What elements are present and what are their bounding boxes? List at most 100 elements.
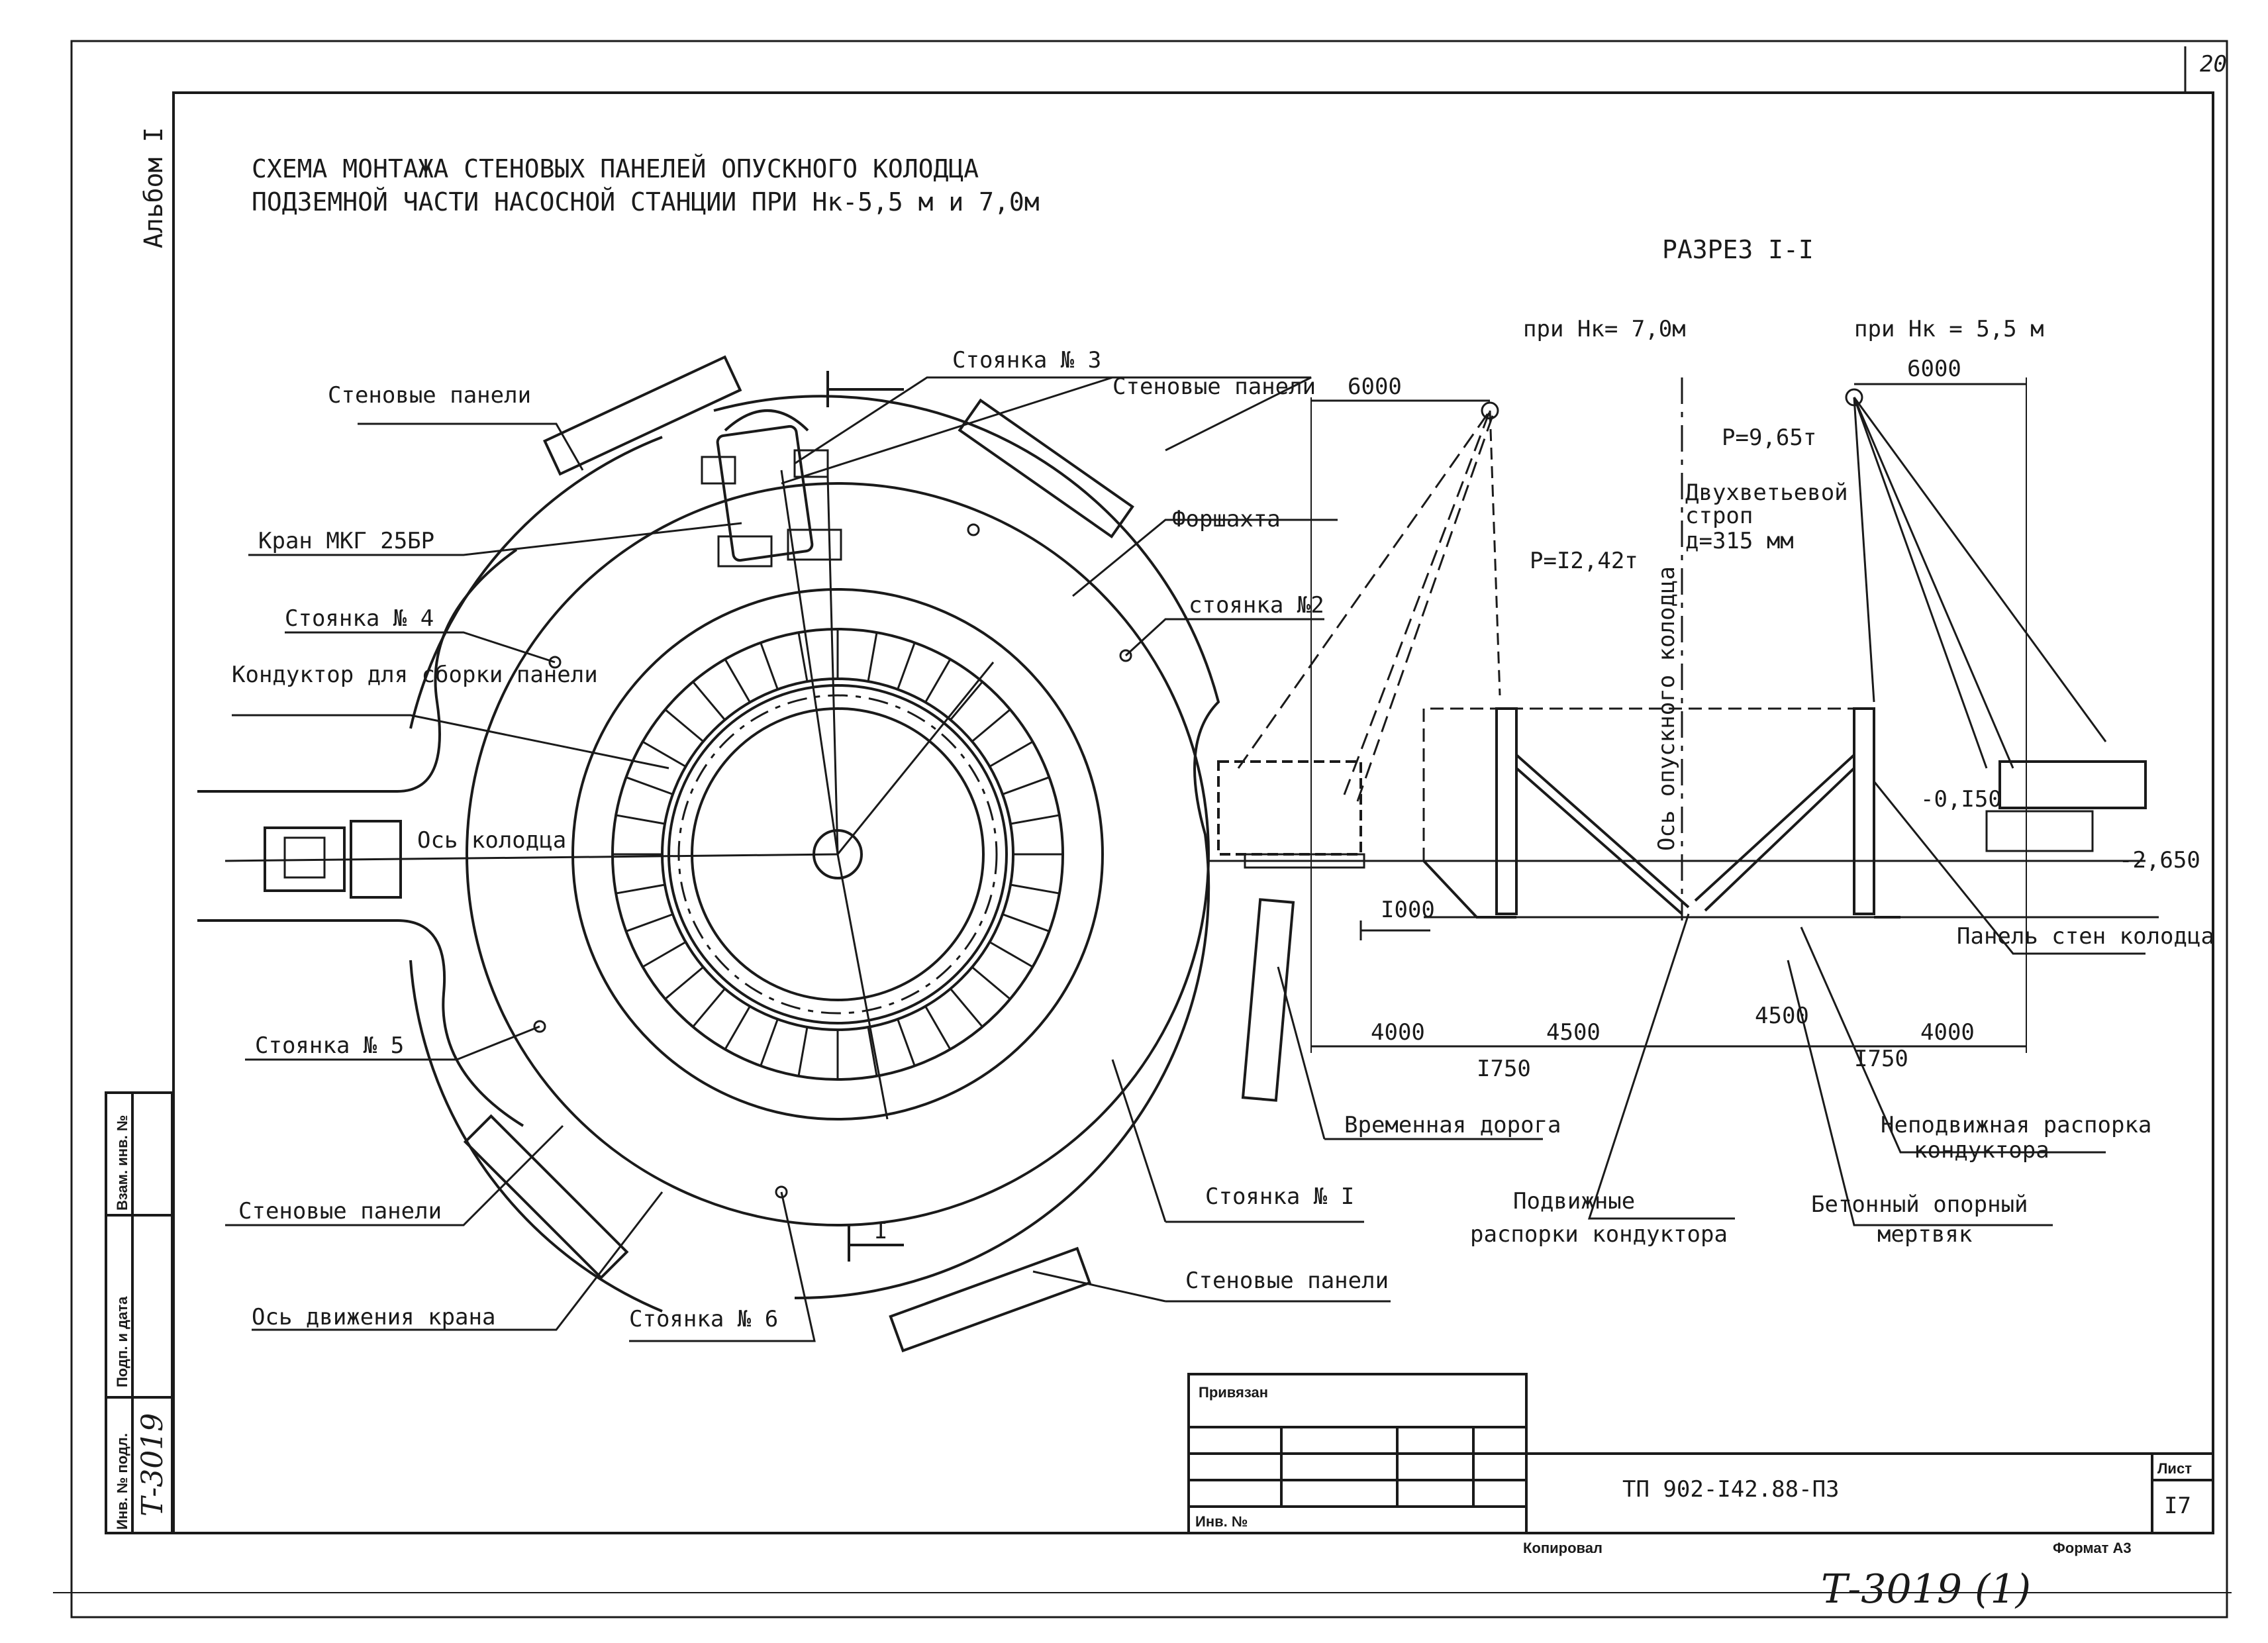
right-boom-1 — [1853, 397, 1988, 769]
label-parking-4: Стоянка № 4 — [285, 605, 434, 632]
conductor-panel-tick — [867, 632, 878, 682]
wall-panels-stack-road — [1241, 898, 1295, 1102]
label-wall-panels-top-left: Стеновые панели — [328, 382, 531, 409]
boom-line-a — [780, 470, 839, 855]
label-concrete-2: мертвяк — [1877, 1221, 1972, 1248]
conductor-panel-tick — [797, 632, 809, 682]
plan-view — [197, 355, 1543, 1353]
sling-line-3: д=315 мм — [1685, 528, 1794, 554]
conductor-panel-tick — [1010, 883, 1060, 895]
conductor-panel-tick — [971, 966, 1011, 1000]
parking-point-2 — [1119, 649, 1132, 662]
conductor-panel-tick — [642, 740, 687, 768]
wall-panels-stack-bottom-left — [463, 1114, 629, 1280]
conductor-panel-tick — [664, 709, 704, 742]
label-wall-panels-bottom: Стеновые панели — [1185, 1268, 1389, 1294]
dim-1750-right: I750 — [1854, 1046, 1908, 1072]
dim-6000-left: 6000 — [1348, 373, 1402, 400]
conductor-panel-tick — [924, 1005, 952, 1050]
right-crane-track — [1985, 810, 2094, 852]
truck-window — [283, 836, 326, 879]
conductor-panel-tick — [950, 681, 983, 721]
right-boom-3 — [1853, 397, 2107, 742]
well-axis-line — [224, 853, 838, 862]
label-parking-1: Стоянка № I — [1205, 1183, 1354, 1210]
conductor-panel-tick — [897, 1019, 916, 1067]
label-movable-struts-1: Подвижные — [1513, 1188, 1635, 1215]
label-parking-6: Стоянка № 6 — [629, 1306, 778, 1332]
leader-parking-5 — [245, 1025, 540, 1061]
leader-panels-tl — [358, 423, 584, 471]
conductor-panel-tick — [1002, 913, 1050, 932]
stamp-copied: Копировал — [1523, 1540, 1602, 1556]
label-crane-axis: Ось движения крана — [252, 1304, 495, 1330]
parking-point-6 — [775, 1185, 788, 1199]
leader-movable-struts — [1587, 913, 1735, 1220]
conductor-panel-tick — [760, 642, 779, 690]
right-strut-2 — [1704, 767, 1855, 912]
label-parking-3: Стоянка № 3 — [952, 347, 1101, 373]
outer-border — [70, 40, 2228, 1618]
left-strut-2 — [1515, 767, 1683, 915]
well-dashed-circle — [677, 694, 998, 1015]
right-boom-2 — [1853, 397, 2014, 769]
title-line-2: ПОДЗЕМНОЙ ЧАСТИ НАСОСНОЙ СТАНЦИИ ПРИ Нк-… — [252, 187, 1040, 217]
section-view — [1208, 377, 2159, 1226]
wall-panels-stack-top-right — [958, 398, 1134, 539]
crane-movement-axis-circle — [466, 482, 1210, 1226]
conductor-panel-tick — [724, 658, 751, 703]
stamp-inv-no: Инв. № — [1195, 1513, 1248, 1530]
label-movable-struts-2: распорки кондуктора — [1470, 1221, 1728, 1248]
side-stamp-inv-podl: Инв. № подл. — [114, 1433, 130, 1530]
conductor-panel-tick — [692, 681, 726, 721]
section-case-left: при Нк= 7,0м — [1523, 316, 1686, 342]
leader-parking-2 — [1124, 618, 1324, 657]
boom-line-c — [836, 854, 889, 1120]
truck-body — [264, 826, 346, 892]
leader-wall-panel — [1873, 781, 2145, 955]
conductor-panel-tick — [664, 966, 704, 1000]
conductor-panel-tick — [971, 709, 1011, 742]
right-strut-1 — [1694, 754, 1855, 902]
wall-panels-stack-bottom — [889, 1246, 1092, 1353]
left-crane-body — [1217, 760, 1362, 856]
side-stamp — [105, 1091, 173, 1534]
conductor-panel-tick — [615, 883, 666, 895]
conductor-panel-tick — [924, 658, 952, 703]
left-boom-3 — [1237, 410, 1491, 769]
conductor-panel-tick — [950, 988, 983, 1028]
left-road-upper — [197, 548, 518, 793]
well-wall-left — [1495, 707, 1518, 915]
label-wall-panel: Панель стен колодца — [1957, 923, 2214, 950]
dim-6000-right: 6000 — [1907, 356, 1961, 382]
stamp-list-value: I7 — [2164, 1493, 2191, 1519]
conductor-panel-tick — [867, 1026, 878, 1077]
parking-point-5 — [533, 1020, 546, 1033]
leader-fixed-strut — [1800, 926, 2106, 1154]
boom-line-b — [826, 476, 839, 855]
parking-point-3 — [967, 523, 980, 536]
leader-road2 — [1277, 966, 1326, 1140]
well-outline-dashed — [1422, 707, 1874, 861]
bottom-handwritten-number: Т-3019 (1) — [1821, 1566, 2031, 1613]
stamp-doc-code: ТП 902-I42.88-ПЗ — [1622, 1476, 1840, 1503]
side-stamp-box — [105, 1091, 173, 1534]
label-conductor: Кондуктор для сборки панели — [232, 662, 598, 688]
section-title: РАЗРЕЗ I-I — [1662, 235, 1814, 264]
left-crane-base — [1244, 853, 1365, 869]
conductor-panel-tick — [797, 1026, 809, 1077]
corner-sheet-number: 20 — [2200, 51, 2227, 77]
label-forshakhta: Форшахта — [1172, 506, 1281, 532]
conductor-panel-tick — [724, 1005, 751, 1050]
title-block — [1187, 1373, 2213, 1534]
crane-track-top-4 — [787, 528, 842, 561]
conductor-panel-ticks — [613, 629, 1063, 1079]
label-crane: Кран МКГ 25БР — [258, 528, 434, 554]
album-label: Альбом I — [139, 127, 168, 248]
conductor-panel-tick — [989, 941, 1034, 968]
crane-cab-top — [724, 409, 809, 432]
dim-4500-right: 4500 — [1755, 1003, 1809, 1029]
crane-body-top — [716, 424, 814, 562]
left-boom-tip — [1481, 401, 1499, 420]
